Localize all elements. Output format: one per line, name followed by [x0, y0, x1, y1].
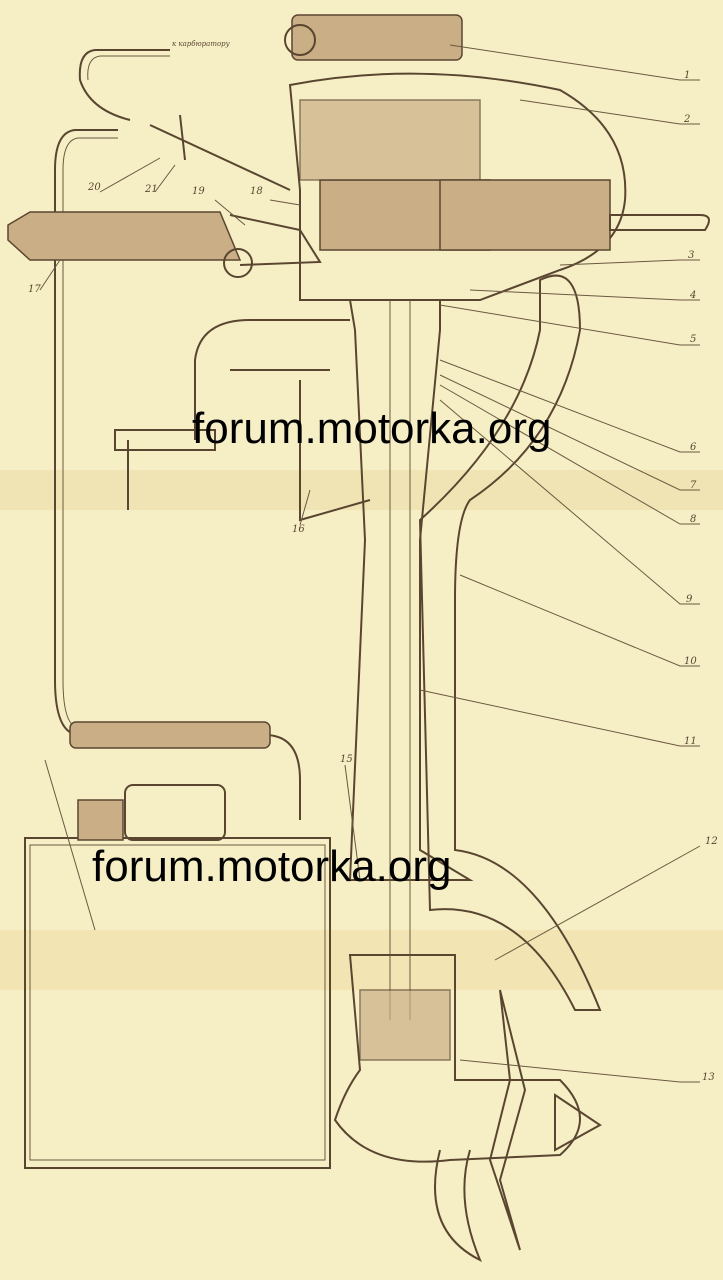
- throttle-grip: [7, 211, 242, 261]
- svg-text:7: 7: [690, 480, 697, 491]
- watermark: forum.motorka.org: [192, 404, 552, 453]
- transom-clamp: [194, 319, 371, 522]
- svg-text:17: 17: [28, 284, 41, 295]
- svg-text:16: 16: [292, 524, 305, 535]
- svg-text:5: 5: [690, 334, 696, 345]
- svg-text:13: 13: [702, 1072, 715, 1083]
- watermark: forum.motorka.org: [92, 842, 452, 891]
- svg-text:8: 8: [690, 514, 696, 525]
- callout-leaders: [39, 44, 701, 1083]
- svg-text:9: 9: [686, 594, 693, 605]
- svg-text:4: 4: [689, 290, 696, 301]
- svg-text:10: 10: [684, 656, 697, 667]
- gearbox: [333, 954, 581, 1163]
- svg-text:11: 11: [684, 736, 697, 747]
- svg-text:6: 6: [690, 442, 697, 453]
- svg-text:18: 18: [250, 186, 263, 197]
- power-head: [288, 72, 627, 301]
- svg-text:19: 19: [192, 186, 205, 197]
- fuel-line: [54, 49, 301, 820]
- svg-text:1: 1: [684, 70, 690, 81]
- drive-shaft-housing: [348, 299, 474, 881]
- svg-text:21: 21: [144, 184, 158, 195]
- fuel-tank: [24, 837, 331, 1169]
- carburetor-note: к карбюратору: [172, 40, 231, 48]
- exhaust-pipe: [418, 274, 602, 1011]
- svg-text:2: 2: [683, 114, 690, 125]
- svg-text:20: 20: [87, 182, 101, 193]
- svg-text:3: 3: [688, 250, 694, 261]
- callout-labels: 1 2 3 4 5 6 7 8 9 10 11 12 13 20 21 19 1…: [28, 40, 718, 1083]
- svg-text:15: 15: [340, 754, 353, 765]
- propeller: [434, 989, 527, 1263]
- svg-text:12: 12: [705, 836, 718, 847]
- fuel-filter: [69, 721, 271, 749]
